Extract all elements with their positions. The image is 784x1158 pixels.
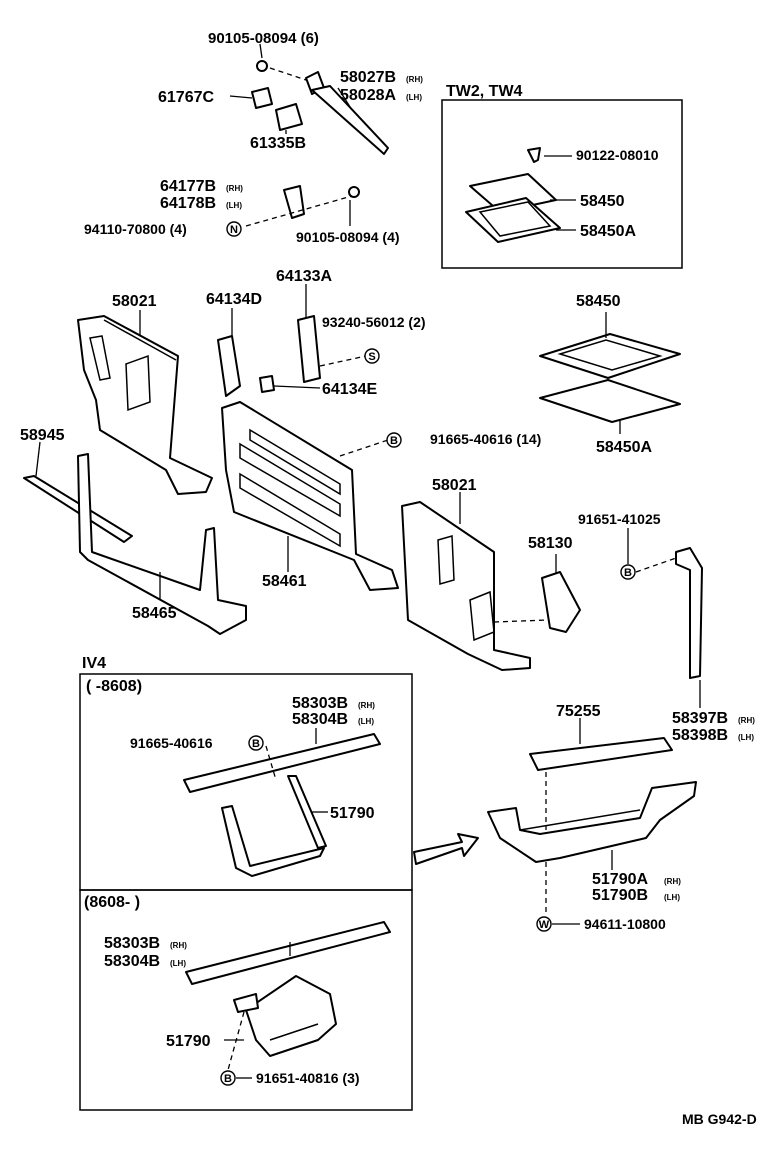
range-to: ( -8608) [86, 678, 142, 695]
symbol-B-40616 [248, 735, 264, 751]
label-91665-40616: 91665-40616 [130, 735, 213, 751]
symbol-B-40616-text: B [252, 738, 260, 750]
iv4-box-lower [79, 889, 413, 1111]
panel-64134D [217, 335, 241, 397]
label-58304B-a: 58304B [292, 711, 348, 728]
symbol-S [364, 348, 380, 364]
label-90105-top: 90105-08094 (6) [208, 30, 319, 47]
label-58304B-b-lh: (LH) [170, 959, 186, 968]
label-64178B: 64178B [160, 195, 216, 212]
step-upper [183, 733, 381, 877]
symbol-W-text: W [539, 919, 550, 931]
arrow-icon [413, 833, 479, 865]
clip-64134E [259, 375, 275, 393]
bracket-group-top [251, 60, 389, 155]
side-step-51790A [487, 737, 697, 863]
label-51790B-lh: (LH) [664, 893, 680, 902]
symbol-B-14-text: B [390, 435, 398, 447]
hinge-bracket-group [245, 185, 360, 227]
label-58130: 58130 [528, 535, 573, 552]
panel-58130 [541, 571, 581, 633]
symbol-N-text: N [230, 224, 238, 236]
label-91651-40816: 91651-40816 (3) [256, 1070, 360, 1086]
label-58303B-a-rh: (RH) [358, 701, 375, 710]
label-91651-41025: 91651-41025 [578, 511, 661, 527]
label-93240: 93240-56012 (2) [322, 314, 426, 330]
label-58304B-b: 58304B [104, 953, 160, 970]
tw-inset-box [441, 99, 683, 269]
label-58028A: 58028A [340, 87, 396, 104]
symbol-B-40816-text: B [224, 1073, 232, 1085]
label-58021-right: 58021 [432, 477, 477, 494]
label-64133A: 64133A [276, 268, 332, 285]
label-58028A-lh: (LH) [406, 93, 422, 102]
label-58450A-box: 58450A [580, 223, 636, 240]
label-58027B: 58027B [340, 69, 396, 86]
symbol-N [226, 221, 242, 237]
label-51790B: 51790B [592, 887, 648, 904]
label-91665-14: 91665-40616 (14) [430, 431, 541, 447]
label-51790-b: 51790 [166, 1033, 211, 1050]
range-from: (8608- ) [84, 894, 140, 911]
panel-58021-right [401, 501, 531, 671]
symbol-B-40816 [220, 1070, 236, 1086]
label-58465: 58465 [132, 605, 177, 622]
grab-handle-58397B [675, 547, 703, 679]
label-94110: 94110-70800 (4) [84, 221, 187, 237]
panel-64133A [297, 315, 321, 383]
label-58398B-lh: (LH) [738, 733, 754, 742]
label-58461: 58461 [262, 573, 307, 590]
label-90122: 90122-08010 [576, 147, 659, 163]
symbol-B-41025 [620, 564, 636, 580]
label-58304B-a-lh: (LH) [358, 717, 374, 726]
label-58450A: 58450A [596, 439, 652, 456]
label-58397B-rh: (RH) [738, 716, 755, 725]
label-61767C: 61767C [158, 89, 214, 106]
label-51790A: 51790A [592, 871, 648, 888]
footer-code: MB G942-D [682, 1111, 757, 1127]
label-58945: 58945 [20, 427, 65, 444]
label-58027B-rh: (RH) [406, 75, 423, 84]
label-58450-box: 58450 [580, 193, 625, 210]
label-51790-a: 51790 [330, 805, 375, 822]
label-58303B-b: 58303B [104, 935, 160, 952]
label-58021-left: 58021 [112, 293, 157, 310]
inspection-cover-large [539, 333, 681, 423]
label-58398B: 58398B [672, 727, 728, 744]
tw-box-title: TW2, TW4 [446, 83, 523, 100]
label-58450: 58450 [576, 293, 621, 310]
label-94611: 94611-10800 [584, 916, 666, 932]
step-lower [185, 921, 391, 1057]
iv4-title: IV4 [82, 655, 106, 672]
label-61335B: 61335B [250, 135, 306, 152]
label-58303B-a: 58303B [292, 695, 348, 712]
label-64134E: 64134E [322, 381, 377, 398]
label-58303B-b-rh: (RH) [170, 941, 187, 950]
label-64177B: 64177B [160, 178, 216, 195]
label-90105-mid: 90105-08094 (4) [296, 229, 400, 245]
panel-58021-left [77, 315, 213, 495]
symbol-S-text: S [368, 351, 375, 363]
panel-58461 [221, 401, 399, 591]
label-64134D: 64134D [206, 291, 262, 308]
base-58465 [77, 453, 247, 635]
label-75255: 75255 [556, 703, 601, 720]
symbol-W [536, 916, 552, 932]
label-51790A-rh: (RH) [664, 877, 681, 886]
label-64177B-rh: (RH) [226, 184, 243, 193]
symbol-B-14 [386, 432, 402, 448]
inspection-cover-small [465, 147, 561, 243]
label-58397B: 58397B [672, 710, 728, 727]
symbol-B-41025-text: B [624, 567, 632, 579]
label-64178B-lh: (LH) [226, 201, 242, 210]
